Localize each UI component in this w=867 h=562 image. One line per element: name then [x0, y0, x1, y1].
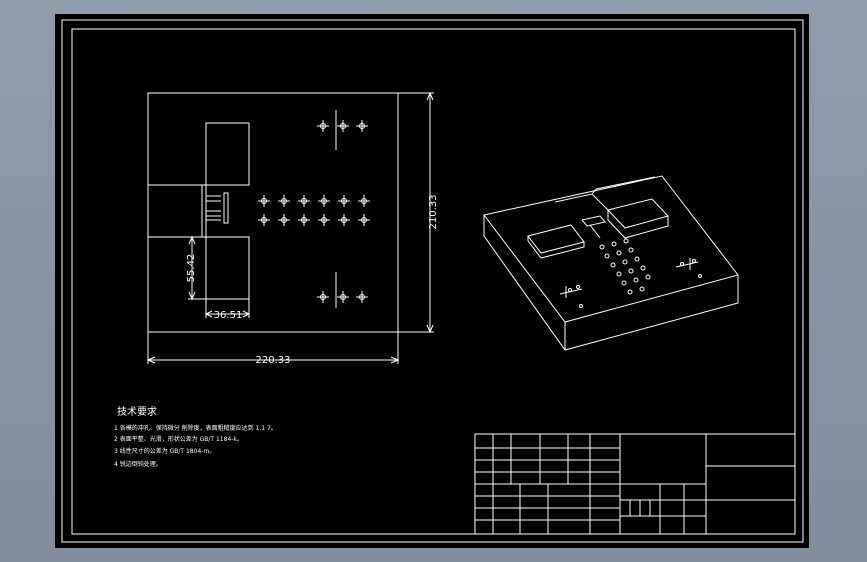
iso-hole-marks [559, 238, 702, 308]
title-block [474, 433, 796, 535]
dim-height-label: 210.33 [428, 195, 439, 230]
isometric-view [483, 175, 739, 351]
note-4: 4 锐边倒钝处理。 [114, 460, 162, 468]
dimension-lines [146, 91, 434, 364]
note-1: 1 各模的冲孔、保持微分 削除度，表面粗糙度应达到 1.1 7。 [114, 424, 277, 432]
note-3: 3 线性尺寸的公差为 GB/T 1804-m。 [114, 447, 215, 455]
note-2: 2 表面平整、光滑，形状公差为 GB/T 1184-k。 [114, 435, 243, 443]
dim-width-label: 220.33 [256, 355, 291, 366]
hole-pattern [258, 120, 370, 303]
top-view [147, 92, 399, 333]
dim-pocket-width-label: 36.51 [214, 310, 243, 321]
pocket-upper [205, 122, 250, 186]
drawing-sheet [55, 14, 809, 548]
pocket-lower [205, 236, 250, 300]
notes-title: 技术要求 [117, 405, 157, 418]
inner-frame [71, 28, 796, 535]
dim-pocket-height-label: 55.42 [186, 254, 197, 283]
outer-frame [61, 19, 804, 543]
